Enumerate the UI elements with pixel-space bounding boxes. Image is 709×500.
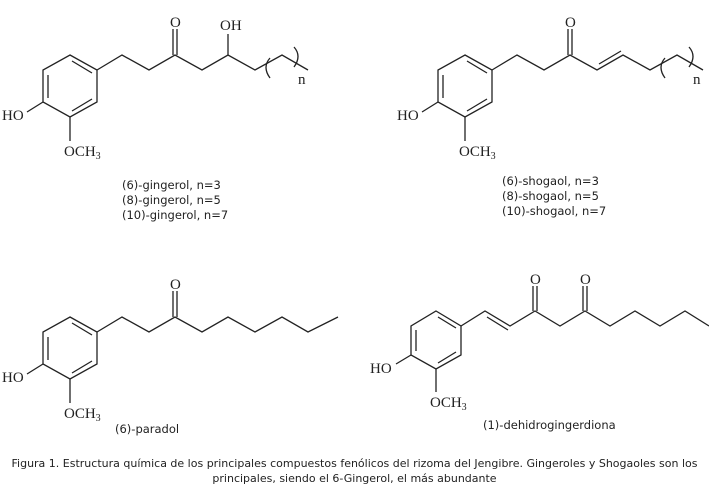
paradol-structure: HO OCH3 O <box>2 277 339 424</box>
gingerol-structure: HO OCH3 O OH n <box>2 15 309 162</box>
compound-label: (6)-shogaol, n=3 <box>502 174 599 188</box>
carbonyl-o-label: O <box>170 277 181 293</box>
hydroxyl-label: HO <box>2 370 24 386</box>
compound-label: (6)-gingerol, n=3 <box>122 178 221 192</box>
compound-label: (10)-gingerol, n=7 <box>122 208 229 222</box>
carbonyl-o-label: O <box>170 15 181 31</box>
hydroxyl-label: HO <box>370 361 392 377</box>
compound-label: (8)-shogaol, n=5 <box>502 189 599 203</box>
hydroxyl-label: HO <box>397 108 419 124</box>
methoxy-label: OCH3 <box>64 144 101 162</box>
gingerol-labels: (6)-gingerol, n=3 (8)-gingerol, n=5 (10)… <box>122 178 228 223</box>
carbonyl-o-label: O <box>565 15 576 31</box>
n-label: n <box>298 72 306 88</box>
methoxy-label: OCH3 <box>430 395 467 413</box>
n-label: n <box>693 72 701 88</box>
carbonyl-o-label: O <box>580 272 591 288</box>
oh-label: OH <box>220 18 242 34</box>
carbonyl-o-label: O <box>530 272 541 288</box>
methoxy-label: OCH3 <box>64 406 101 424</box>
hydroxyl-label: HO <box>2 108 24 124</box>
paradol-label: (6)-paradol <box>115 422 180 436</box>
dehidrogingerdiona-label: (1)-dehidrogingerdiona <box>483 418 616 432</box>
compound-label: (10)-shogaol, n=7 <box>502 204 607 218</box>
caption-line: Figura 1. Estructura química de los prin… <box>11 457 698 470</box>
methoxy-label: OCH3 <box>459 144 496 162</box>
compound-label: (8)-gingerol, n=5 <box>122 193 221 207</box>
shogaol-labels: (6)-shogaol, n=3 (8)-shogaol, n=5 (10)-s… <box>502 174 606 219</box>
dehidrogingerdiona-structure: HO OCH3 O O <box>370 272 709 413</box>
figure-caption: Figura 1. Estructura química de los prin… <box>0 456 709 486</box>
shogaol-structure: HO OCH3 O n <box>397 15 704 162</box>
caption-line: principales, siendo el 6-Gingerol, el má… <box>212 472 497 485</box>
